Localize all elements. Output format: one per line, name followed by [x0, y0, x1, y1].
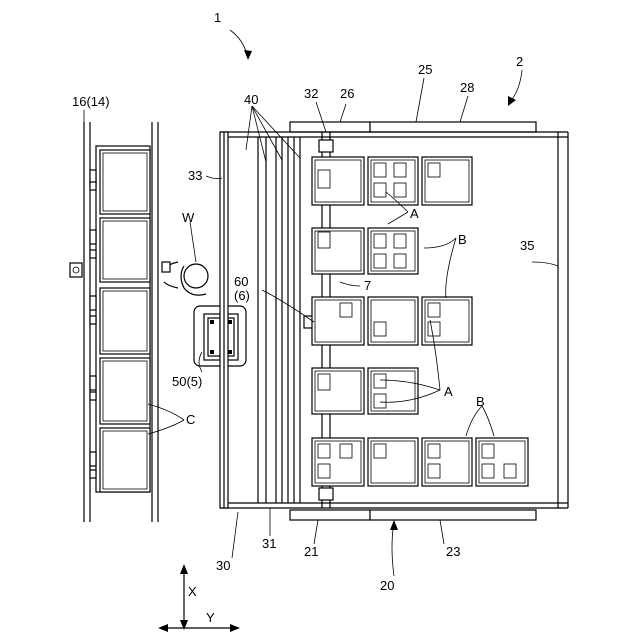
tray-c	[100, 428, 150, 492]
label-25: 25	[418, 62, 432, 77]
label-b-lower: B	[476, 394, 485, 409]
label-32: 32	[304, 86, 318, 101]
label-20: 20	[380, 578, 394, 593]
label-26: 26	[340, 86, 354, 101]
label-b-upper: B	[458, 232, 467, 247]
label-31: 31	[262, 536, 276, 551]
label-28: 28	[460, 80, 474, 95]
label-7: 7	[364, 278, 371, 293]
label-fig: 1	[214, 10, 221, 25]
label-conveyor: 16(14)	[72, 94, 110, 109]
sensor-icon	[70, 263, 82, 277]
label-33: 33	[188, 168, 202, 183]
label-60: 60	[234, 274, 248, 289]
label-35: 35	[520, 238, 534, 253]
tray-c	[100, 288, 150, 354]
worker-icon	[162, 262, 208, 295]
axis-indicator	[158, 564, 240, 632]
label-axis-x: X	[188, 584, 197, 599]
tray-c	[100, 150, 150, 214]
label-c: C	[186, 412, 195, 427]
label-axis-y: Y	[206, 610, 215, 625]
label-50: 50(5)	[172, 374, 202, 389]
conveyor-16	[70, 122, 158, 522]
label-2: 2	[516, 54, 523, 69]
label-40: 40	[244, 92, 258, 107]
label-23: 23	[446, 544, 460, 559]
label-a-lower: A	[444, 384, 453, 399]
label-worker: W	[182, 210, 195, 225]
tray-c	[100, 218, 150, 282]
label-a-upper: A	[410, 206, 419, 221]
tray-c	[100, 358, 150, 424]
storage-grid	[312, 157, 528, 486]
label-30: 30	[216, 558, 230, 573]
label-21: 21	[304, 544, 318, 559]
label-6: (6)	[234, 288, 250, 303]
